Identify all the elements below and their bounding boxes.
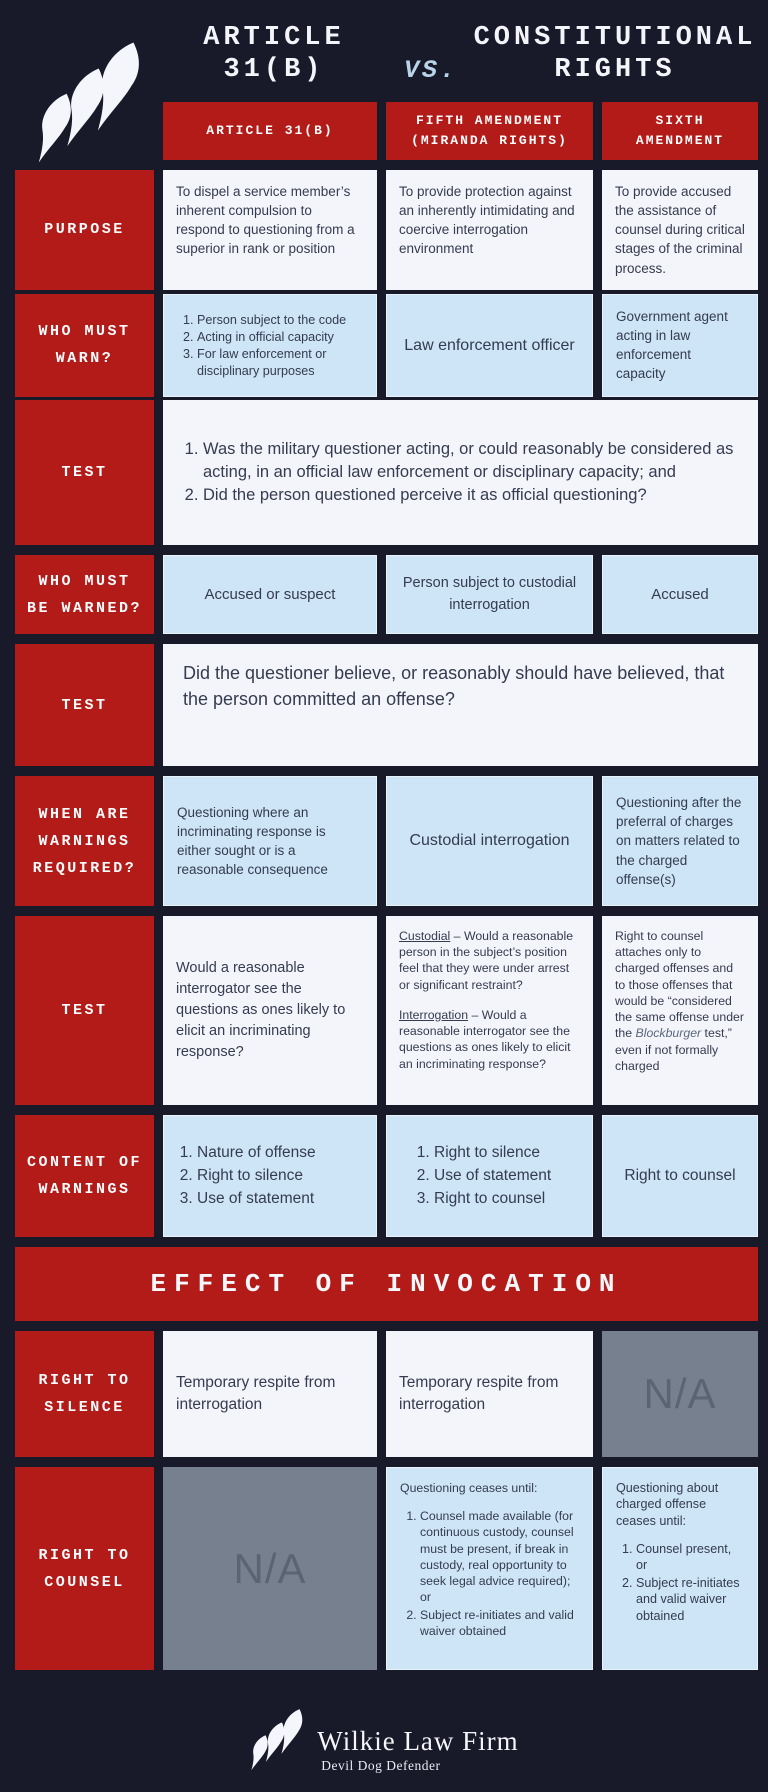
- row-right-to-silence: RIGHT TO SILENCE Temporary respite from …: [15, 1331, 758, 1457]
- blockburger-term: Blockburger: [635, 1026, 702, 1041]
- when-warnings-article31-cell: Questioning where an incriminating respo…: [163, 776, 377, 906]
- list-item: Subject re-initiates and valid waiver ob…: [420, 1607, 579, 1639]
- list-item: Was the military questioner acting, or c…: [203, 438, 738, 484]
- test-detail-article31-cell: Would a reasonable interrogator see the …: [163, 916, 377, 1105]
- silence-sixth-cell: N/A: [602, 1331, 758, 1457]
- footer-text: Wilkie Law Firm Devil Dog Defender: [317, 1726, 518, 1774]
- list-item: For law enforcement or disciplinary purp…: [197, 346, 363, 379]
- na-value: N/A: [233, 1544, 307, 1592]
- row-test-belief: TEST Did the questioner believe, or reas…: [15, 644, 758, 766]
- row-content-of-warnings: CONTENT OF WARNINGS Nature of offense Ri…: [15, 1115, 758, 1237]
- silence-fifth-cell: Temporary respite from interrogation: [386, 1331, 593, 1457]
- list-item: Use of statement: [434, 1165, 579, 1187]
- list-item: Subject re-initiates and valid waiver ob…: [636, 1575, 744, 1624]
- interrogation-definition: – Would a reasonable interrogator see th…: [399, 1007, 571, 1071]
- counsel-fifth-intro: Questioning ceases until:: [400, 1481, 538, 1495]
- row-test-official: TEST Was the military questioner acting,…: [15, 400, 758, 545]
- vs-label: VS.: [403, 56, 458, 85]
- list-item: Right to silence: [434, 1142, 579, 1164]
- row-right-to-counsel: RIGHT TO COUNSEL N/A Questioning ceases …: [15, 1467, 758, 1670]
- who-warned-article31-cell: Accused or suspect: [163, 555, 377, 634]
- row-label-who-must-warn: WHO MUST WARN?: [15, 294, 154, 397]
- when-warnings-fifth-cell: Custodial interrogation: [386, 776, 593, 906]
- page-title-left: ARTICLE 31(B): [203, 23, 345, 85]
- purpose-article31-cell: To dispel a service member’s inherent co…: [163, 170, 377, 290]
- counsel-sixth-cell: Questioning about charged offense ceases…: [602, 1467, 758, 1670]
- content-warnings-article31-cell: Nature of offense Right to silence Use o…: [163, 1115, 377, 1237]
- row-label-test-official: TEST: [15, 400, 154, 545]
- row-purpose: PURPOSE To dispel a service member’s inh…: [15, 170, 758, 290]
- wilkie-logo-icon: [251, 1709, 303, 1771]
- list-item: Use of statement: [197, 1188, 363, 1210]
- comparison-table: ARTICLE 31(B) FIFTH AMENDMENT (MIRANDA R…: [15, 102, 758, 1670]
- silence-article31-cell: Temporary respite from interrogation: [163, 1331, 377, 1457]
- test-official-cell: Was the military questioner acting, or c…: [163, 400, 758, 545]
- column-header-fifth: FIFTH AMENDMENT (MIRANDA RIGHTS): [386, 102, 593, 160]
- na-value: N/A: [643, 1370, 717, 1417]
- firm-tagline: Devil Dog Defender: [321, 1758, 441, 1773]
- page-title: ARTICLE 31(B) VS. CONSTITUTIONAL RIGHTS: [158, 22, 758, 86]
- purpose-sixth-cell: To provide accused the assistance of cou…: [602, 170, 758, 290]
- row-label-content-warnings: CONTENT OF WARNINGS: [15, 1115, 154, 1237]
- test-detail-sixth-cell: Right to counsel attaches only to charge…: [602, 916, 758, 1105]
- row-test-detail: TEST Would a reasonable interrogator see…: [15, 916, 758, 1105]
- who-must-warn-fifth-cell: Law enforcement officer: [386, 294, 593, 397]
- row-who-must-be-warned: WHO MUST BE WARNED? Accused or suspect P…: [15, 555, 758, 634]
- test-detail-fifth-cell: Custodial – Would a reasonable person in…: [386, 916, 593, 1105]
- page-title-right: CONSTITUTIONAL RIGHTS: [473, 23, 757, 85]
- effect-of-invocation-banner: EFFECT OF INVOCATION: [15, 1247, 758, 1321]
- column-header-sixth: SIXTH AMENDMENT: [602, 102, 758, 160]
- sixth-test-text-end: test,” even if not formally charged: [615, 1026, 732, 1073]
- content-warnings-fifth-cell: Right to silence Use of statement Right …: [386, 1115, 593, 1237]
- content-warnings-sixth-cell: Right to counsel: [602, 1115, 758, 1237]
- list-item: Nature of offense: [197, 1142, 363, 1164]
- column-header-article31: ARTICLE 31(B): [163, 102, 377, 160]
- test-belief-cell: Did the questioner believe, or reasonabl…: [163, 644, 758, 766]
- who-warned-fifth-cell: Person subject to custodial interrogatio…: [386, 555, 593, 634]
- custodial-term: Custodial: [399, 929, 451, 943]
- firm-name: Wilkie Law Firm: [317, 1726, 519, 1756]
- row-who-must-warn: WHO MUST WARN? Person subject to the cod…: [15, 294, 758, 397]
- who-warned-sixth-cell: Accused: [602, 555, 758, 634]
- when-warnings-sixth-cell: Questioning after the preferral of charg…: [602, 776, 758, 906]
- row-label-purpose: PURPOSE: [15, 170, 154, 290]
- counsel-fifth-cell: Questioning ceases until: Counsel made a…: [386, 1467, 593, 1670]
- wilkie-logo-icon: [38, 42, 139, 163]
- counsel-sixth-intro: Questioning about charged offense ceases…: [616, 1481, 719, 1528]
- row-label-test-belief: TEST: [15, 644, 154, 766]
- row-label-who-must-be-warned: WHO MUST BE WARNED?: [15, 555, 154, 634]
- custodial-definition: – Would a reasonable person in the subje…: [399, 929, 574, 992]
- who-must-warn-article31-cell: Person subject to the code Acting in off…: [163, 294, 377, 397]
- row-label-right-to-silence: RIGHT TO SILENCE: [15, 1331, 154, 1457]
- row-effect-banner: EFFECT OF INVOCATION: [15, 1247, 758, 1321]
- list-item: Did the person questioned perceive it as…: [203, 484, 738, 507]
- row-when-warnings-required: WHEN ARE WARNINGS REQUIRED? Questioning …: [15, 776, 758, 906]
- list-item: Right to counsel: [434, 1188, 579, 1210]
- list-item: Right to silence: [197, 1165, 363, 1187]
- who-must-warn-sixth-cell: Government agent acting in law enforceme…: [602, 294, 758, 397]
- purpose-fifth-cell: To provide protection against an inheren…: [386, 170, 593, 290]
- row-label-right-to-counsel: RIGHT TO COUNSEL: [15, 1467, 154, 1670]
- sixth-test-text: Right to counsel attaches only to charge…: [615, 929, 744, 1041]
- list-item: Acting in official capacity: [197, 329, 363, 345]
- list-item: Person subject to the code: [197, 312, 363, 328]
- counsel-article31-cell: N/A: [163, 1467, 377, 1670]
- interrogation-term: Interrogation: [399, 1007, 469, 1022]
- row-label-when-warnings: WHEN ARE WARNINGS REQUIRED?: [15, 776, 154, 906]
- footer: Wilkie Law Firm Devil Dog Defender: [0, 1708, 768, 1780]
- row-label-test-detail: TEST: [15, 916, 154, 1105]
- list-item: Counsel present, or: [636, 1541, 744, 1574]
- list-item: Counsel made available (for continuous c…: [420, 1508, 579, 1605]
- column-header-row: ARTICLE 31(B) FIFTH AMENDMENT (MIRANDA R…: [15, 102, 758, 160]
